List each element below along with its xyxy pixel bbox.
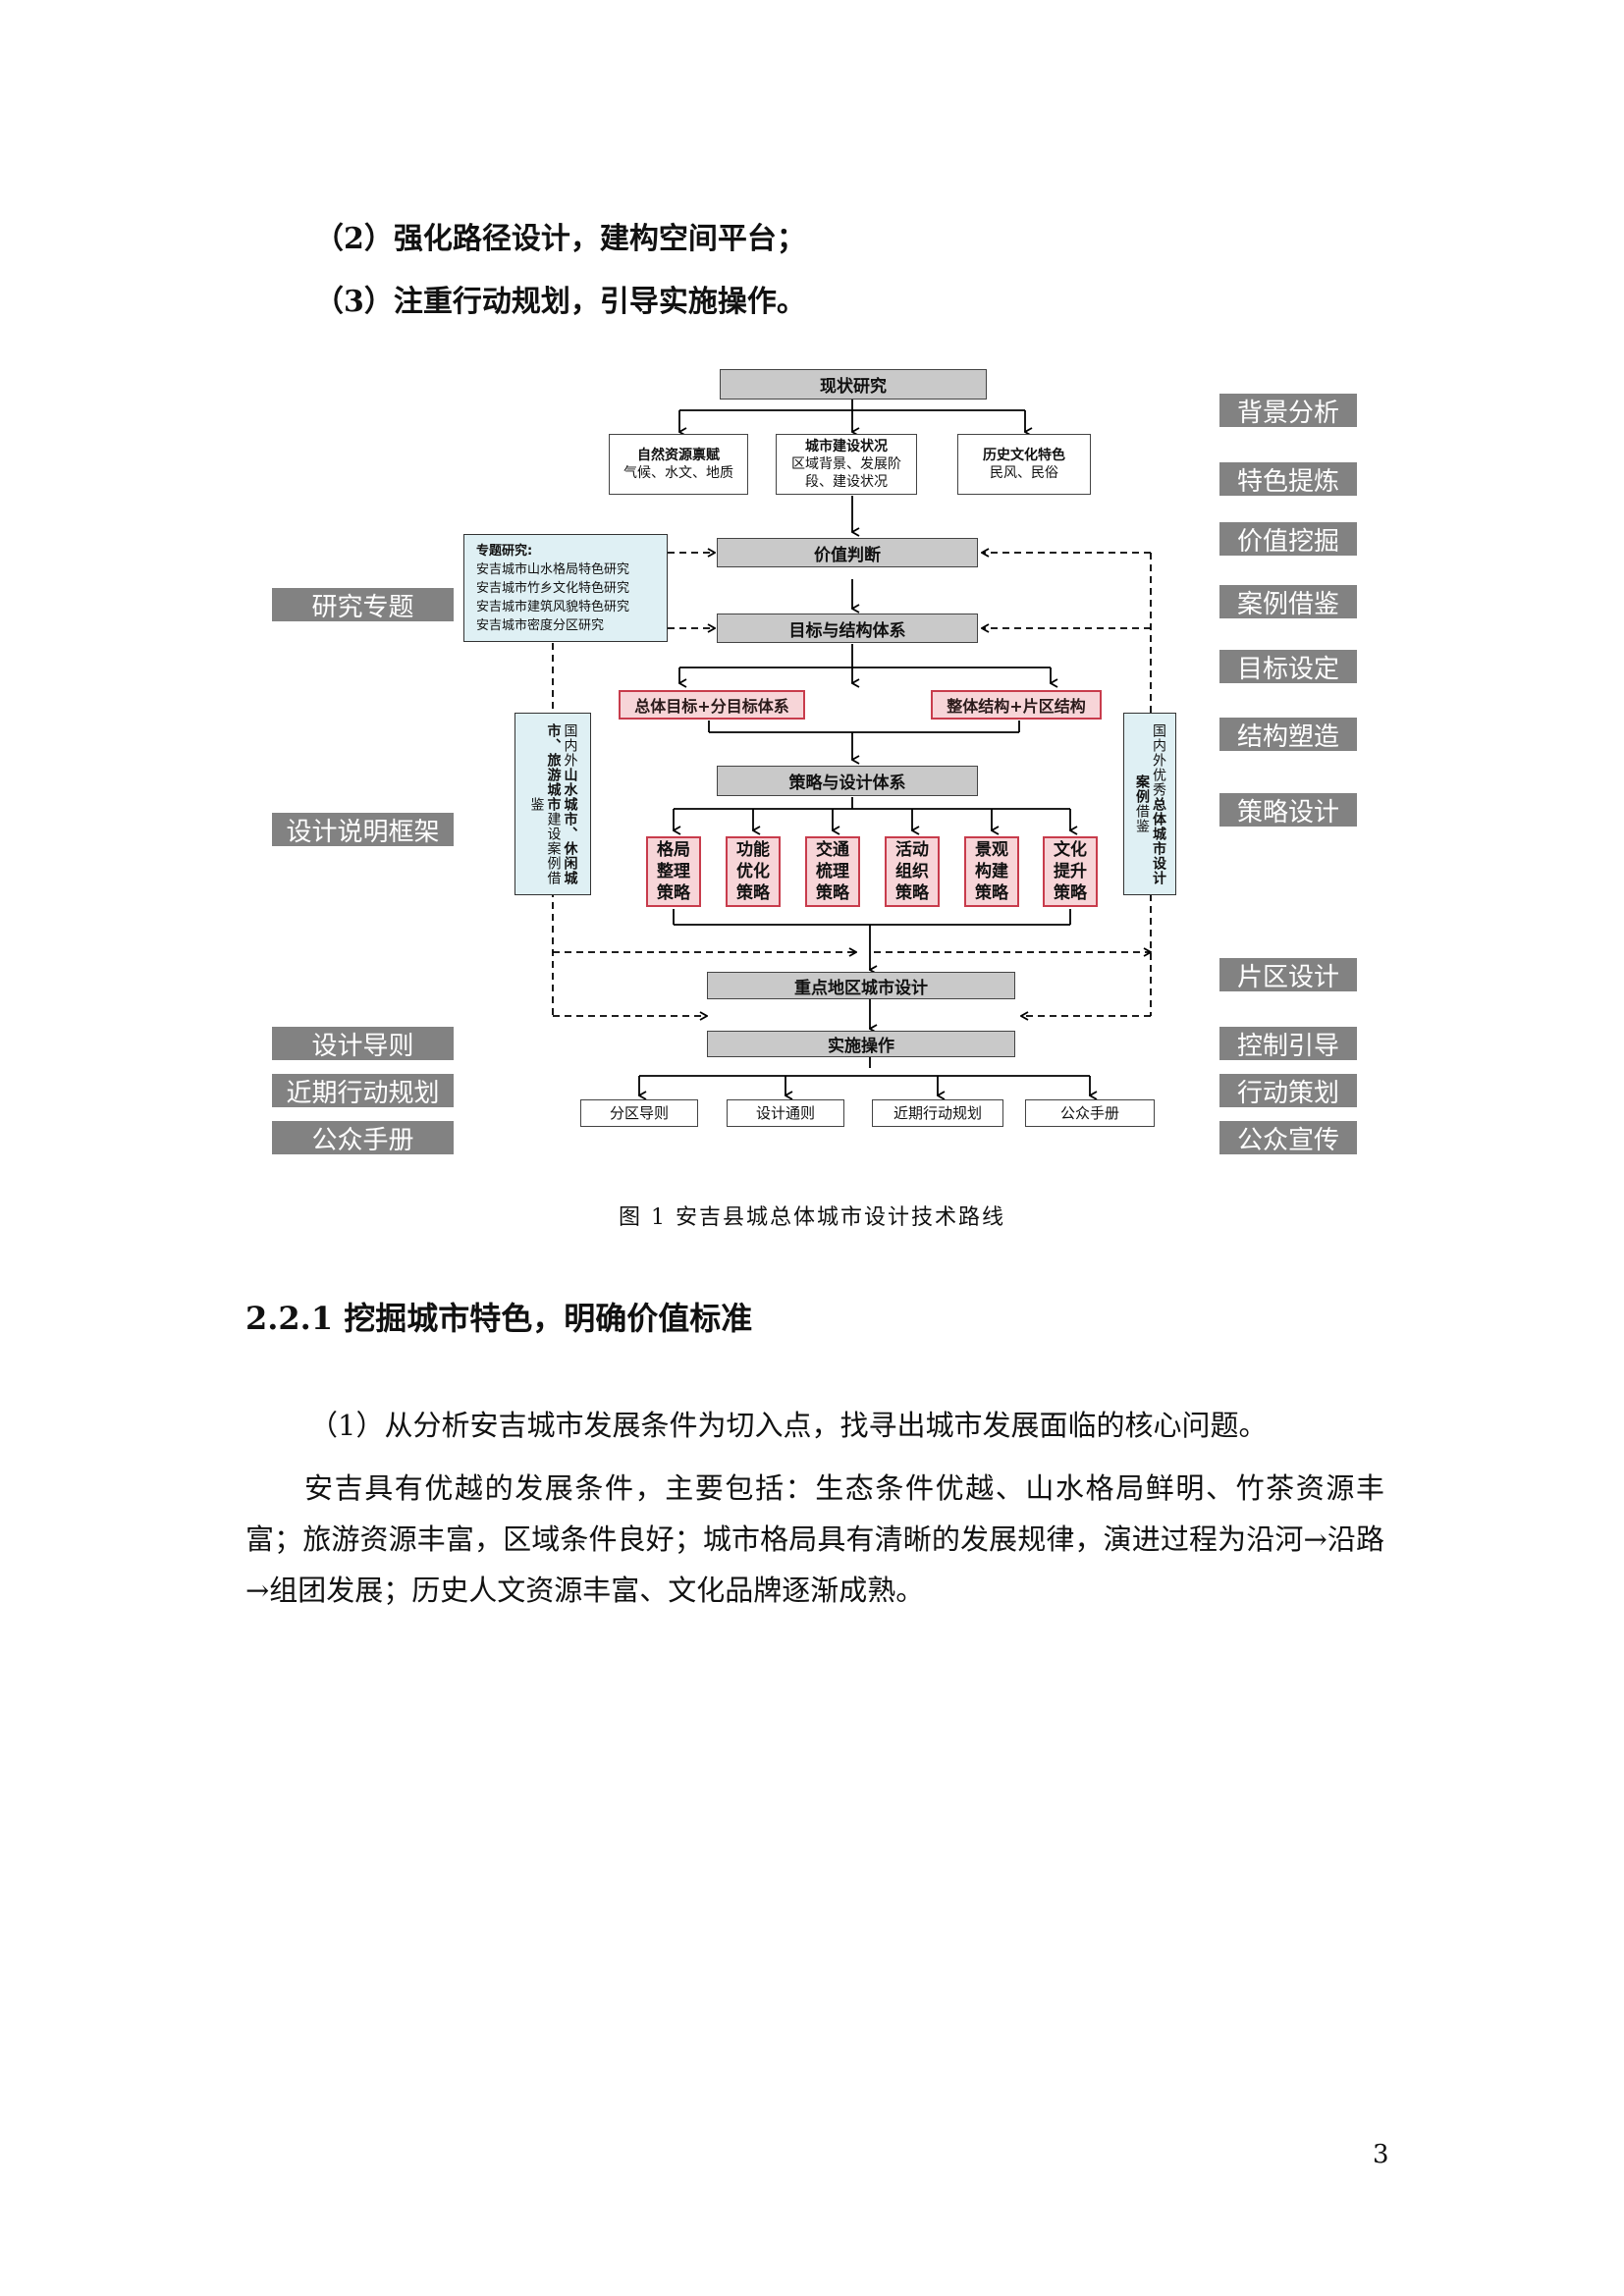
right-label-publicity: 公众宣传	[1219, 1121, 1357, 1155]
left-case-study-box: 国内外山水城市、休闲城市、旅游城市建设案例借鉴	[514, 713, 591, 895]
status-research-box: 现状研究	[720, 369, 987, 400]
right-label-value: 价值挖掘	[1219, 522, 1357, 557]
strategy-culture-box: 文化提升策略	[1043, 836, 1098, 907]
right-case-study-text: 国内外优秀总体城市设计案例借鉴	[1134, 722, 1166, 885]
list-item-3: （3）注重行动规划，引导实施操作。	[314, 285, 806, 319]
left-label-near-term-plan: 近期行动规划	[272, 1074, 454, 1108]
right-case-study-box: 国内外优秀总体城市设计案例借鉴	[1123, 713, 1176, 895]
strategy-layout-box: 格局整理策略	[646, 836, 701, 907]
right-label-goal: 目标设定	[1219, 650, 1357, 684]
right-label-structure: 结构塑造	[1219, 718, 1357, 752]
right-label-strategy: 策略设计	[1219, 793, 1357, 828]
right-label-control: 控制引导	[1219, 1027, 1357, 1061]
left-label-design-framework: 设计说明框架	[272, 813, 454, 847]
output-zoning-guidelines: 分区导则	[580, 1099, 698, 1127]
value-judgment-box: 价值判断	[717, 538, 978, 567]
page-number: 3	[1373, 2140, 1389, 2169]
left-case-study-text: 国内外山水城市、休闲城市、旅游城市建设案例借鉴	[528, 722, 578, 885]
right-label-background: 背景分析	[1219, 394, 1357, 428]
strategy-activity-box: 活动组织策略	[885, 836, 940, 907]
history-culture-sub: 民风、民俗	[990, 465, 1058, 481]
urban-construction-box: 城市建设状况 区域背景、发展阶段、建设状况	[776, 434, 917, 495]
key-area-design-box: 重点地区城市设计	[707, 972, 1015, 999]
output-public-handbook: 公众手册	[1025, 1099, 1155, 1127]
topic-research-item: 安吉城市山水格局特色研究	[476, 561, 630, 577]
left-label-design-guidelines: 设计导则	[272, 1027, 454, 1061]
goal-system-box: 总体目标+分目标体系	[619, 690, 805, 720]
left-label-public-handbook: 公众手册	[272, 1121, 454, 1155]
implementation-box: 实施操作	[707, 1031, 1015, 1057]
natural-resources-title: 自然资源禀赋	[637, 448, 720, 463]
section-title: 2.2.1 挖掘城市特色，明确价值标准	[245, 1300, 753, 1337]
right-label-district: 片区设计	[1219, 958, 1357, 992]
goal-structure-box: 目标与结构体系	[717, 614, 978, 643]
output-design-rules: 设计通则	[727, 1099, 844, 1127]
topic-research-item: 安吉城市建筑风貌特色研究	[476, 599, 630, 614]
strategy-traffic-box: 交通梳理策略	[805, 836, 860, 907]
strategy-function-box: 功能优化策略	[726, 836, 781, 907]
right-label-features: 特色提炼	[1219, 462, 1357, 497]
list-item-2: （2）强化路径设计，建构空间平台；	[314, 222, 806, 256]
topic-research-box: 专题研究: 安吉城市山水格局特色研究 安吉城市竹乡文化特色研究 安吉城市建筑风貌…	[463, 534, 668, 642]
history-culture-title: 历史文化特色	[983, 448, 1065, 463]
urban-construction-title: 城市建设状况	[805, 439, 888, 454]
right-label-case: 案例借鉴	[1219, 585, 1357, 619]
strategy-landscape-box: 景观构建策略	[964, 836, 1019, 907]
urban-construction-sub: 区域背景、发展阶段、建设状况	[791, 456, 901, 490]
structure-system-box: 整体结构+片区结构	[931, 690, 1102, 720]
history-culture-box: 历史文化特色 民风、民俗	[957, 434, 1091, 495]
natural-resources-box: 自然资源禀赋 气候、水文、地质	[609, 434, 748, 495]
output-near-term-plan: 近期行动规划	[872, 1099, 1003, 1127]
paragraph-1: （1）从分析安吉城市发展条件为切入点，找寻出城市发展面临的核心问题。	[309, 1409, 1268, 1442]
topic-research-item: 安吉城市密度分区研究	[476, 617, 605, 633]
left-label-research-topics: 研究专题	[272, 588, 454, 622]
topic-research-item: 安吉城市竹乡文化特色研究	[476, 580, 630, 596]
right-label-action: 行动策划	[1219, 1074, 1357, 1108]
strategy-design-box: 策略与设计体系	[717, 766, 978, 796]
figure-caption: 图 1 安吉县城总体城市设计技术路线	[619, 1205, 1005, 1230]
paragraph-2: 安吉具有优越的发展条件，主要包括：生态条件优越、山水格局鲜明、竹茶资源丰富；旅游…	[245, 1471, 1384, 1607]
topic-research-title: 专题研究:	[476, 543, 533, 559]
natural-resources-sub: 气候、水文、地质	[623, 465, 733, 481]
